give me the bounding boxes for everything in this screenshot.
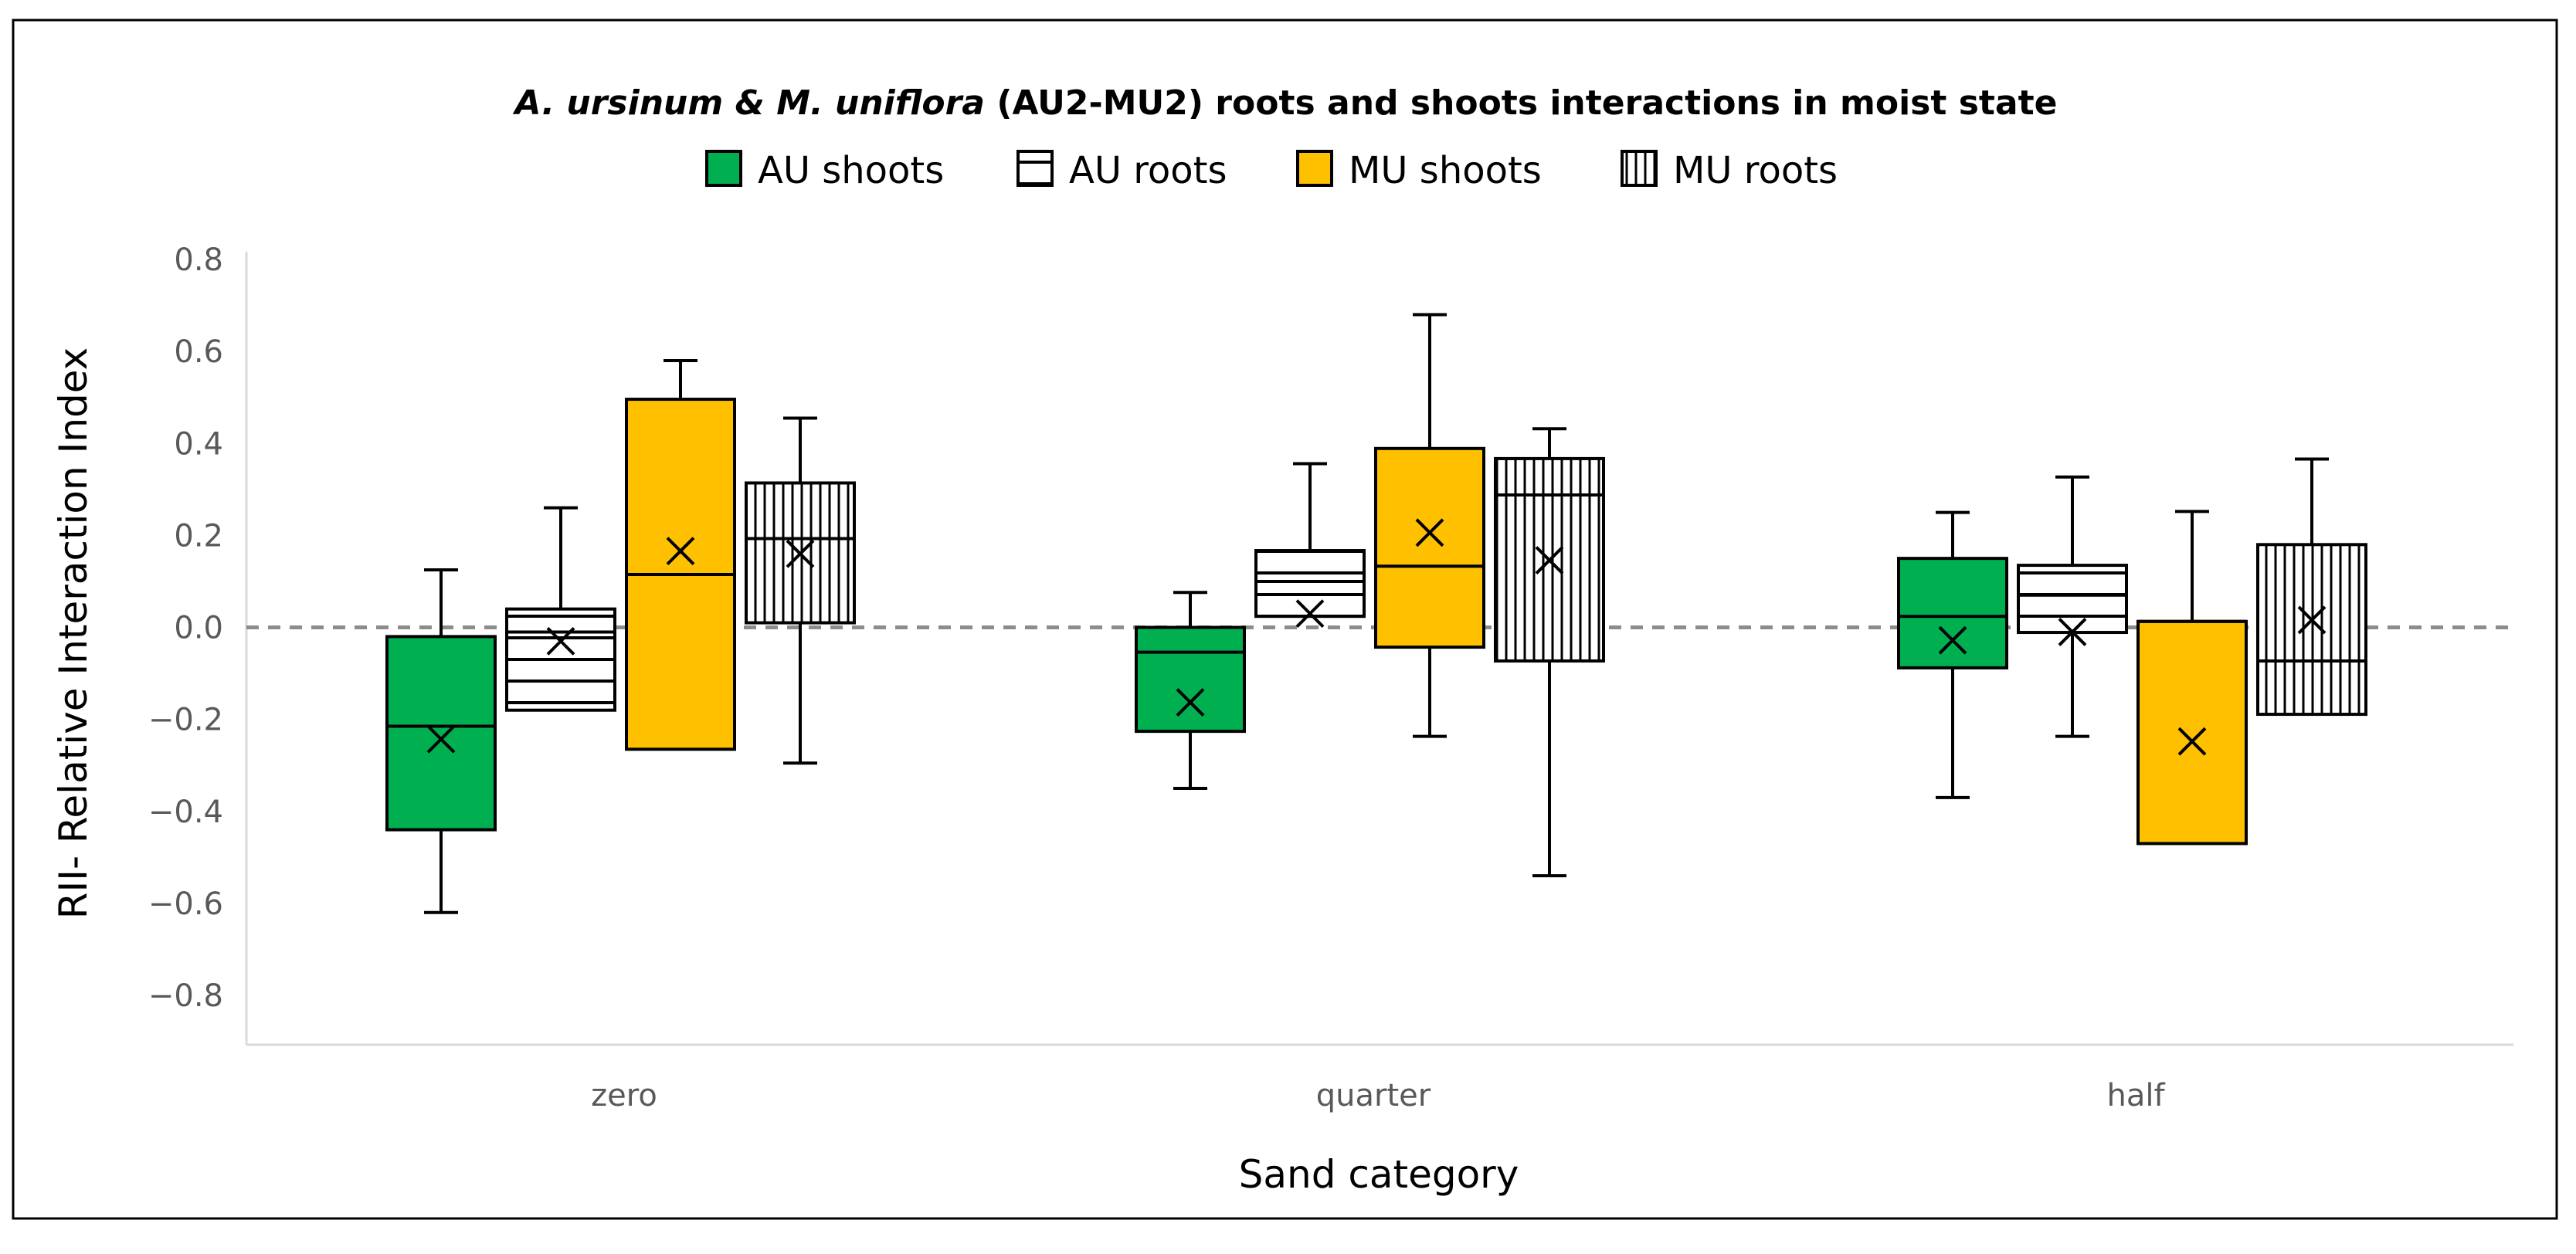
- box-mu-shoots-half: [2136, 510, 2248, 846]
- x-axis-label: Sand category: [1239, 1152, 1519, 1197]
- chart-title-rest: (AU2-MU2) roots and shoots interactions …: [985, 83, 2057, 123]
- box-iqr: [1374, 446, 1485, 649]
- legend-label: AU roots: [1069, 149, 1227, 192]
- legend-swatch-au-roots: [1016, 150, 1054, 187]
- box-iqr: [1135, 625, 1246, 734]
- y-tick-label: −0.8: [148, 978, 223, 1014]
- legend-swatch-mu-shoots: [1296, 150, 1333, 187]
- y-tick-label: −0.2: [148, 703, 223, 738]
- box-iqr: [505, 607, 616, 712]
- y-tick-label: 0.0: [174, 611, 223, 646]
- box-mu-roots-half: [2256, 457, 2367, 717]
- box-mu-roots-quarter: [1494, 427, 1605, 878]
- mean-marker: [2177, 727, 2207, 756]
- box-iqr: [2256, 543, 2367, 717]
- legend-label: MU shoots: [1349, 149, 1542, 192]
- box-iqr: [1254, 549, 1366, 619]
- box-au-shoots-half: [1897, 510, 2008, 799]
- legend-swatch-mu-roots: [1621, 150, 1658, 187]
- box-au-roots-quarter: [1254, 462, 1366, 629]
- box-mu-shoots-quarter: [1374, 313, 1485, 738]
- mean-marker: [1938, 625, 1967, 655]
- mean-marker: [1535, 546, 1564, 574]
- box-au-shoots-zero: [385, 568, 497, 914]
- y-tick-label: 0.4: [174, 426, 223, 462]
- legend-label: MU roots: [1673, 149, 1838, 192]
- mean-marker: [426, 724, 456, 754]
- y-tick-label: 0.2: [174, 518, 223, 554]
- legend-label: AU shoots: [758, 149, 944, 192]
- box-iqr: [1897, 557, 2008, 669]
- box-iqr: [2017, 564, 2128, 635]
- mean-marker: [2058, 618, 2087, 646]
- boxes: [385, 313, 2367, 914]
- legend-swatch-au-shoots: [705, 150, 742, 187]
- y-tick-label: −0.4: [148, 795, 223, 830]
- mean-marker: [1176, 688, 1205, 717]
- x-tick-label: quarter: [1316, 1078, 1431, 1113]
- chart-frame: [12, 19, 2558, 1220]
- y-tick-label: −0.6: [148, 886, 223, 922]
- box-au-shoots-quarter: [1135, 591, 1246, 790]
- chart-title: A. ursinum & M. uniflora (AU2-MU2) roots…: [513, 83, 2058, 123]
- x-tick-label: zero: [591, 1078, 657, 1113]
- y-tick-label: 0.8: [174, 242, 223, 278]
- mean-marker: [666, 537, 695, 566]
- chart-title-italic: A. ursinum & M. uniflora: [513, 83, 986, 123]
- box-iqr: [385, 635, 497, 832]
- box-mu-shoots-zero: [625, 359, 736, 751]
- mean-marker: [786, 539, 815, 568]
- box-au-roots-zero: [505, 506, 616, 712]
- y-axis-label: RII- Relative Interaction Index: [51, 347, 96, 920]
- box-mu-roots-zero: [745, 416, 856, 765]
- mean-marker: [1295, 599, 1325, 629]
- legend: AU shoots AU roots MU shoots MU roots: [705, 149, 1838, 192]
- mean-marker: [1415, 518, 1444, 547]
- x-tick-label: half: [2106, 1078, 2165, 1113]
- mean-marker: [2297, 605, 2327, 635]
- y-tick-label: 0.6: [174, 334, 223, 370]
- box-iqr: [2136, 619, 2248, 846]
- mean-marker: [546, 626, 575, 656]
- box-au-roots-half: [2017, 475, 2128, 738]
